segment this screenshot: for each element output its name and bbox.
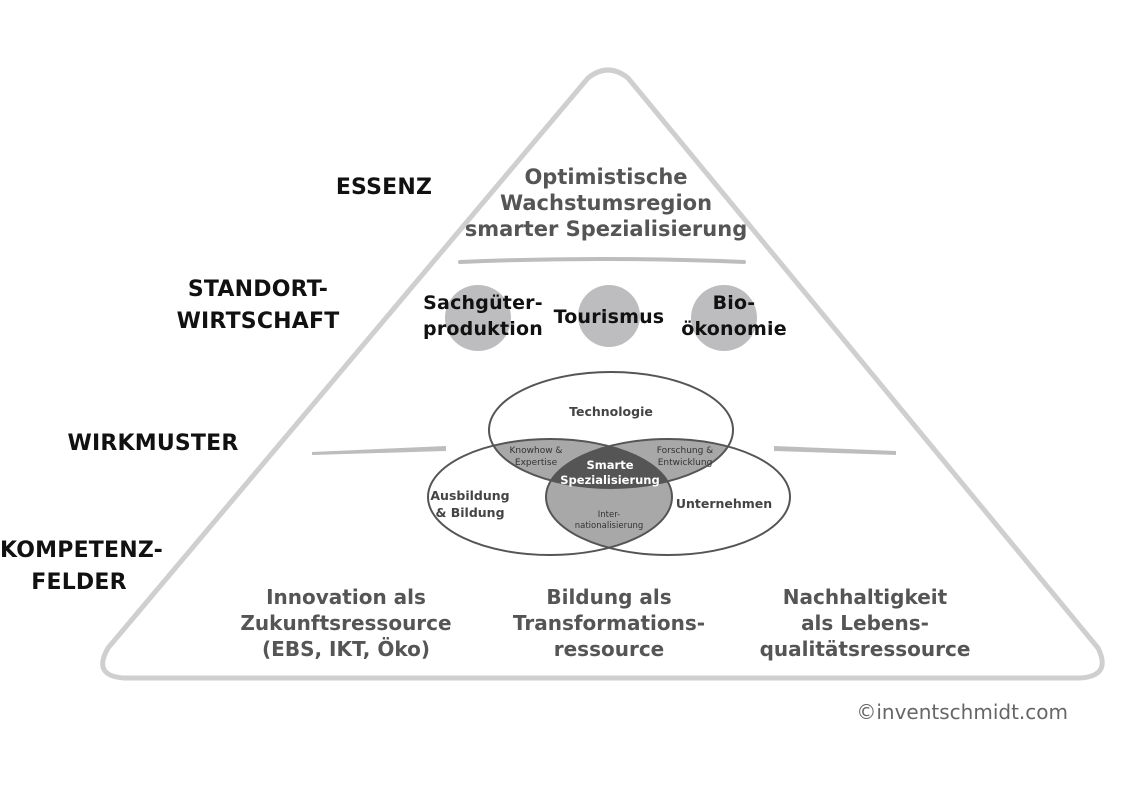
field-innovation: Innovation als Zukunftsressource (EBS, I… [240, 585, 452, 661]
overlap-label-tr-1: Forschung & [657, 446, 713, 456]
standort-item-tourismus: Tourismus [553, 306, 665, 328]
venn-label-right: Unternehmen [676, 496, 772, 511]
level-essenz: ESSENZ [335, 175, 433, 200]
field-bildung: Bildung als Transformations- ressource [512, 585, 706, 661]
standort-circle-1 [445, 285, 511, 351]
standort-circle-2 [578, 285, 640, 347]
overlap-label-b-1: Inter- [598, 510, 620, 520]
level-kompetenz: KOMPETENZ- FELDER [0, 538, 163, 595]
divider-right [774, 446, 896, 455]
essence-text: Optimistische Wachstumsregion smarter Sp… [464, 165, 748, 241]
level-wirkmuster: WIRKMUSTER [67, 431, 239, 456]
standort-item-biooekonomie: Bio- ökonomie [681, 292, 787, 340]
venn-circle-bildung [427, 438, 673, 556]
overlap-label-tr-2: Entwicklung [658, 458, 713, 468]
venn-circle-unternehmen [545, 438, 791, 556]
pyramid-outline [100, 67, 1105, 681]
divider-essence [458, 257, 746, 264]
overlap-label-tl-2: Expertise [515, 458, 558, 468]
copyright-text: ©inventschmidt.com [856, 700, 1068, 724]
field-nachhaltigkeit: Nachhaltigkeit als Lebens- qualitätsress… [759, 585, 971, 661]
overlap-label-b-2: nationalisierung [575, 521, 644, 531]
overlap-label-tl-1: Knowhow & [510, 446, 563, 456]
standort-circle-3 [691, 285, 757, 351]
venn-label-top: Technologie [569, 404, 653, 419]
center-label-2: Spezialisierung [560, 473, 659, 487]
venn-diagram: Technologie Ausbildung & Bildung Unterne… [427, 371, 791, 556]
venn-label-left-1: Ausbildung [430, 488, 509, 503]
overlap-center [546, 439, 672, 488]
venn-label-left-2: & Bildung [435, 505, 504, 520]
center-label-1: Smarte [587, 458, 634, 472]
divider-left [312, 446, 446, 455]
venn-circle-technologie [488, 371, 734, 489]
level-standort: STANDORT- WIRTSCHAFT [176, 277, 340, 334]
standort-item-sachgueter: Sachgüter- produktion [423, 292, 543, 340]
